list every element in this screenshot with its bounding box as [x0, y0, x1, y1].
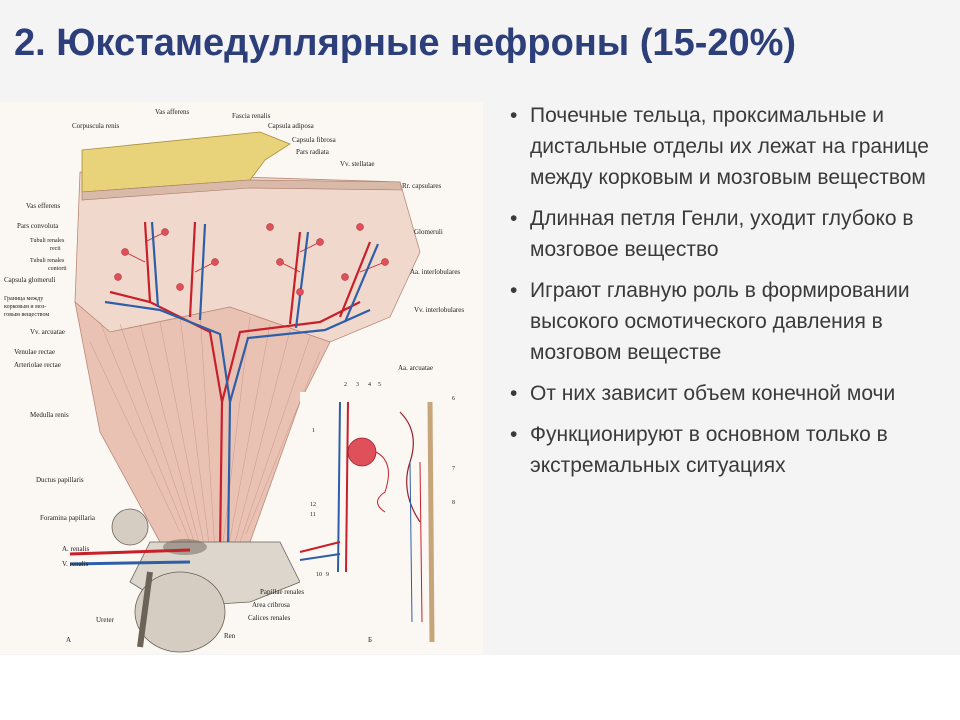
labels-right: Capsula adiposa Capsula fibrosa Pars rad…: [224, 122, 464, 644]
inset-num-5: 5: [378, 382, 381, 388]
bullet-text: Почечные тельца, проксимальные и дисталь…: [530, 104, 929, 189]
renal-medulla: [74, 300, 331, 558]
inset-num-4: 4: [368, 382, 371, 388]
medulla-striations: [89, 311, 321, 553]
bullet-text: От них зависит объем конечной мочи: [530, 382, 896, 405]
label-capsula-adiposa: Capsula adiposa: [268, 122, 315, 130]
renal-vein: [69, 560, 191, 566]
label-medulla-renis: Medulla renis: [30, 411, 69, 419]
veins: [104, 221, 380, 553]
label-foramina-papillaria: Foramina papillaria: [40, 514, 96, 522]
bullet-marker: •: [510, 423, 518, 446]
label-corpuscula-renis: Corpuscula renis: [72, 122, 120, 130]
label-vv-interlobulares: Vv. interlobulares: [414, 306, 464, 314]
capsula-fibrosa: [81, 179, 403, 201]
label-ductus-papillaris: Ductus papillaris: [36, 476, 84, 484]
footer-band: [0, 655, 960, 720]
slide-title: 2. Юкстамедуллярные нефроны (15-20%): [14, 22, 797, 64]
inset-num-10: 10: [316, 572, 322, 578]
calyx-small: [111, 508, 149, 546]
label-tubuli-recti: Tubuli renales: [30, 238, 65, 244]
label-letter-b: Б: [368, 636, 372, 644]
label-rr-capsulares: Rr. capsulares: [402, 182, 442, 190]
label-calices-renales: Calices renales: [248, 614, 290, 622]
inset-num-3: 3: [356, 382, 359, 388]
label-ren: Ren: [224, 632, 236, 640]
bullet-text: Играют главную роль в формировании высок…: [530, 279, 910, 364]
label-aa-interlobulares: Aa. interlobulares: [410, 268, 460, 276]
label-venulae-rectae: Venulae rectae: [14, 348, 55, 356]
label-ureter: Ureter: [96, 616, 115, 624]
nephron-inset: [299, 392, 470, 652]
inset-num-2: 2: [344, 382, 347, 388]
inset-num-12: 12: [310, 502, 316, 508]
label-letter-a: А: [66, 636, 71, 644]
inset-num-7: 7: [452, 466, 455, 472]
bullet-item: • От них зависит объем конечной мочи: [508, 378, 948, 409]
bullet-marker: •: [510, 104, 518, 127]
bullet-marker: •: [510, 279, 518, 302]
inset-num-1: 1: [312, 428, 315, 434]
label-vv-arcuatae: Vv. arcuatae: [30, 328, 65, 336]
bullet-marker: •: [510, 382, 518, 405]
label-granitsa-3: говым веществом: [4, 312, 49, 318]
inset-num-6: 6: [452, 396, 455, 402]
glomeruli: [114, 223, 389, 296]
label-pars-convoluta: Pars convoluta: [17, 222, 59, 230]
bullet-list: • Почечные тельца, проксимальные и диста…: [508, 100, 948, 491]
label-fascia-renalis: Fascia renalis: [232, 112, 271, 120]
inset-numbers: 2 3 4 5 6 1 7 8 12 11 10 9: [310, 382, 455, 578]
label-vas-afferens: Vas afferens: [155, 108, 190, 116]
bullet-item: • Почечные тельца, проксимальные и диста…: [508, 100, 948, 193]
label-papillae-renales: Papillae renales: [260, 588, 304, 596]
label-vv-stellatae: Vv. stellatae: [340, 160, 375, 168]
label-v-renalis: V. renalis: [62, 560, 89, 568]
label-arteriolae-rectae: Arteriolae rectae: [14, 361, 61, 369]
label-aa-arcuatae: Aa. arcuatae: [398, 364, 433, 372]
label-a-renalis: A. renalis: [62, 545, 89, 553]
inset-num-8: 8: [452, 500, 455, 506]
label-tubuli-contorti: Tubuli renales: [30, 258, 65, 264]
arteries: [109, 221, 372, 553]
renal-pelvis: [134, 571, 226, 653]
label-granitsa-2: корковым и моз-: [4, 304, 46, 310]
label-vas-efferens: Vas efferens: [26, 202, 61, 210]
area-cribrosa: [163, 539, 207, 555]
inset-num-9: 9: [326, 572, 329, 578]
bullet-item: • Функционируют в основном только в экст…: [508, 419, 948, 481]
label-granitsa-1: Граница между: [4, 296, 43, 302]
label-area-cribrosa: Area cribrosa: [252, 601, 291, 609]
renal-artery: [69, 548, 191, 556]
kidney-diagram: Corpuscula renis Vas afferens Fascia ren…: [4, 108, 470, 653]
inset-num-11: 11: [310, 512, 316, 518]
kidney-anatomy-figure: Corpuscula renis Vas afferens Fascia ren…: [0, 102, 483, 654]
label-tubuli-contorti-2: contorti: [48, 266, 67, 272]
label-capsula-glomeruli: Capsula glomeruli: [4, 276, 56, 284]
bullet-marker: •: [510, 207, 518, 230]
labels-left: Corpuscula renis Vas afferens Fascia ren…: [4, 108, 271, 644]
bullet-text: Функционируют в основном только в экстре…: [530, 423, 888, 477]
ureter: [137, 571, 153, 648]
bullet-text: Длинная петля Генли, уходит глубоко в мо…: [530, 207, 914, 261]
label-pars-radiata: Pars radiata: [296, 148, 330, 156]
label-glomeruli: Glomeruli: [414, 228, 443, 236]
label-capsula-fibrosa: Capsula fibrosa: [292, 136, 337, 144]
label-tubuli-recti-2: recti: [50, 246, 61, 252]
bullet-item: • Играют главную роль в формировании выс…: [508, 275, 948, 368]
bullet-item: • Длинная петля Генли, уходит глубоко в …: [508, 203, 948, 265]
